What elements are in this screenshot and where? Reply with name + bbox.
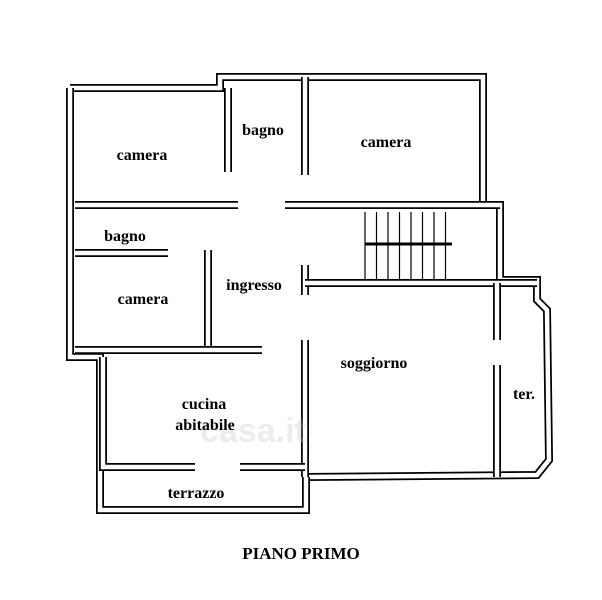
room-label-camera: camera	[117, 291, 169, 308]
room-label-terrazzino: ter.	[512, 386, 536, 403]
staircase	[364, 212, 452, 280]
room-label-cucina: cucina	[181, 396, 227, 413]
wall	[70, 74, 552, 480]
room-label-bagno: bagno	[242, 122, 284, 139]
watermark: casa.it	[200, 412, 306, 450]
room-label-camera: camera	[116, 147, 168, 164]
wall	[100, 357, 195, 470]
room-label-bagno: bagno	[104, 228, 146, 245]
plan-title: PIANO PRIMO	[242, 544, 360, 563]
room-label-camera: camera	[360, 134, 412, 151]
room-label-ingresso: ingresso	[226, 277, 282, 294]
room-label-terrazzo: terrazzo	[167, 485, 225, 502]
wall	[70, 73, 554, 481]
room-label-abitabile: abitabile	[175, 417, 235, 434]
room-label-soggiorno: soggiorno	[340, 355, 408, 372]
